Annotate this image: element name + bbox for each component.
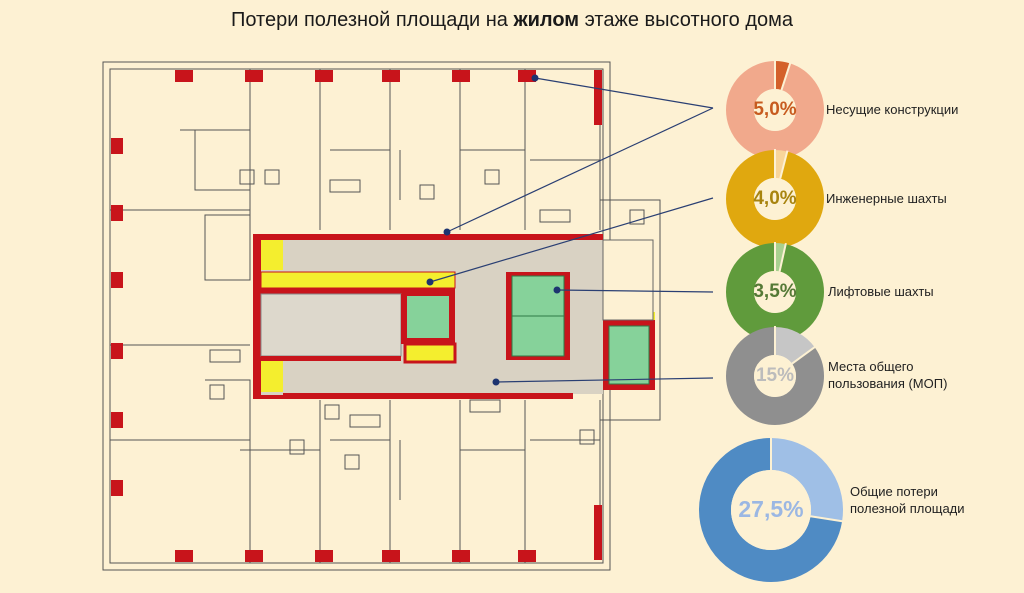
legend-label-line: полезной площади [850, 501, 965, 516]
donut-chart [726, 149, 824, 248]
donut-value-label: 4,0% [753, 187, 797, 209]
title-text: Потери полезной площади на [230, 9, 514, 31]
donut-value-label: 27,5% [738, 496, 804, 523]
donut-hole [754, 271, 796, 313]
legend-label-line: пользования (МОП) [828, 376, 948, 391]
legend-label-line: Общие потери [850, 484, 938, 499]
legend-label: Инженерные шахты [826, 190, 947, 207]
legend-label: Общие потери полезной площади [850, 483, 965, 517]
donut-chart [699, 437, 844, 582]
page-title: Потери полезной площади на жилом этаже в… [0, 9, 1024, 32]
donut-separator [791, 345, 817, 365]
legend-label: Лифтовые шахты [828, 283, 934, 300]
legend-label-line: Места общего [828, 359, 914, 374]
donut-value-label: 15% [755, 364, 795, 386]
donut-hole [754, 89, 796, 131]
donut-chart [726, 60, 824, 159]
donut-value-label: 5,0% [753, 98, 797, 120]
legend-label-line: Лифтовые шахты [828, 284, 934, 299]
donut-hole [754, 355, 796, 397]
title-bold: жилом [513, 9, 580, 31]
legend-label: Несущие конструкции [826, 101, 958, 118]
title-text-end: этаже высотного дома [579, 9, 793, 31]
donut-value-label: 3,5% [753, 280, 797, 302]
donut-separator [810, 515, 844, 523]
legend-label-line: Инженерные шахты [826, 191, 947, 206]
donut-hole [754, 178, 796, 220]
donut-separator [780, 62, 792, 91]
donut-hole [731, 470, 811, 550]
donut-chart [726, 326, 824, 425]
donut-separator [778, 242, 787, 272]
donut-separator [779, 150, 789, 179]
legend-label-line: Несущие конструкции [826, 102, 959, 117]
legend-label: Места общего пользования (МОП) [828, 358, 947, 392]
